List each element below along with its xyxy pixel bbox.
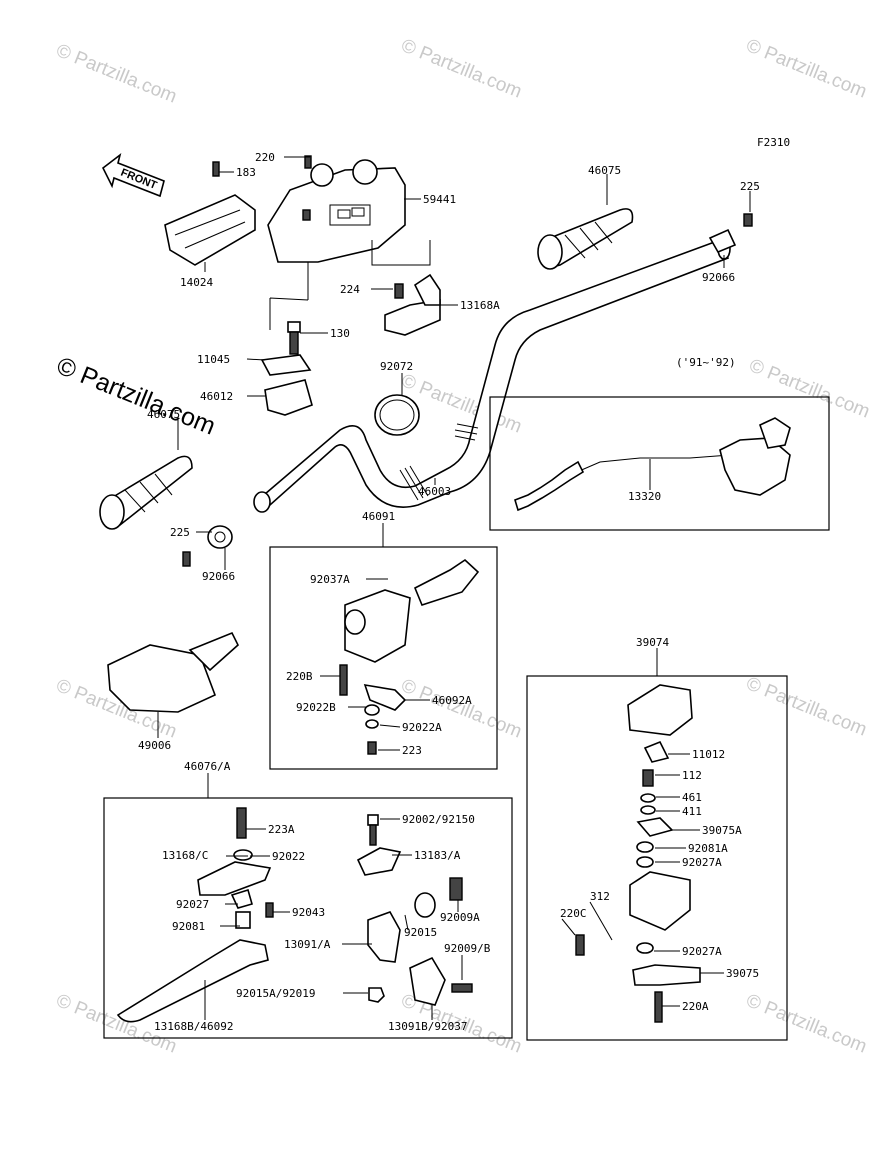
label-183: 183 [236,166,256,179]
label-92066-left: 92066 [202,570,235,583]
watermark: © Partzilla.com [746,355,873,422]
label-11045: 11045 [197,353,230,366]
label-92027: 92027 [176,898,209,911]
label-224: 224 [340,283,360,296]
label-14024: 14024 [180,276,213,289]
label-39074: 39074 [636,636,669,649]
part-39074-assembly [575,684,701,1023]
label-46075-right: 46075 [588,164,621,177]
label-13168A: 13168A [460,299,500,312]
label-92081A: 92081A [688,842,728,855]
label-225-right: 225 [740,180,760,193]
part-13320 [514,417,791,512]
label-92022A: 92022A [402,721,442,734]
label-225-left: 225 [170,526,190,539]
figure-code: F2310 [757,136,790,149]
label-220C: 220C [560,907,587,920]
front-arrow: FRONT [101,152,165,198]
label-13168B: 13168B/46092 [154,1020,233,1033]
part-46076A-assembly [116,807,473,1023]
label-92066-right: 92066 [702,271,735,284]
label-92081: 92081 [172,920,205,933]
label-220B: 220B [286,670,313,683]
label-92037A: 92037A [310,573,350,586]
watermark: © Partzilla.com [53,40,180,107]
label-223: 223 [402,744,422,757]
label-13091B: 13091B/92037 [388,1020,467,1033]
part-46075-right [537,208,634,270]
label-220A: 220A [682,1000,709,1013]
label-92027A-top: 92027A [682,856,722,869]
part-46075-left [99,455,193,530]
part-13168A [384,273,441,336]
part-92072 [374,394,420,436]
label-46076A: 46076/A [184,760,231,773]
label-223A: 223A [268,823,295,836]
box-91-92 [489,396,830,531]
label-92027A-bottom: 92027A [682,945,722,958]
label-variant: ('91~'92) [676,356,736,369]
label-13168C: 13168/C [162,849,208,862]
label-46012: 46012 [200,390,233,403]
part-46091-switch [339,558,480,755]
label-46091: 46091 [362,510,395,523]
label-59441: 59441 [423,193,456,206]
part-92066-right [708,213,753,254]
label-92022B: 92022B [296,701,336,714]
part-92066-left [182,525,233,567]
label-13320: 13320 [628,490,661,503]
box-46076A [103,797,513,1039]
label-220: 220 [255,151,275,164]
label-112: 112 [682,769,702,782]
label-13183A: 13183/A [414,849,461,862]
label-411: 411 [682,805,702,818]
label-13091A: 13091/A [284,938,331,951]
leader-lines [157,156,751,1020]
watermark: © Partzilla.com [743,673,870,740]
label-92009A: 92009A [440,911,480,924]
part-14024 [164,161,256,266]
part-46003-handlebar [253,238,731,513]
label-39075A: 39075A [702,824,742,837]
part-clamp [260,321,313,416]
watermark-dark: © Partzilla.com [53,352,220,441]
label-49006: 49006 [138,739,171,752]
label-130: 130 [330,327,350,340]
label-461: 461 [682,791,702,804]
watermark: © Partzilla.com [743,990,870,1057]
label-92015A: 92015A/92019 [236,987,315,1000]
label-46075-left: 46075 [147,408,180,421]
label-312: 312 [590,890,610,903]
watermark: © Partzilla.com [398,35,525,102]
part-49006 [107,631,239,713]
label-92072: 92072 [380,360,413,373]
part-labels: 220 183 59441 46075 225 14024 92066 224 … [138,151,760,1033]
label-92002: 92002/92150 [402,813,475,826]
label-46092A: 46092A [432,694,472,707]
label-92015: 92015 [404,926,437,939]
label-92022: 92022 [272,850,305,863]
label-46003: 46003 [418,485,451,498]
label-11012: 11012 [692,748,725,761]
watermark: © Partzilla.com [743,35,870,102]
label-92043: 92043 [292,906,325,919]
label-92009B: 92009/B [444,942,491,955]
label-39075: 39075 [726,967,759,980]
part-59441 [267,155,406,263]
